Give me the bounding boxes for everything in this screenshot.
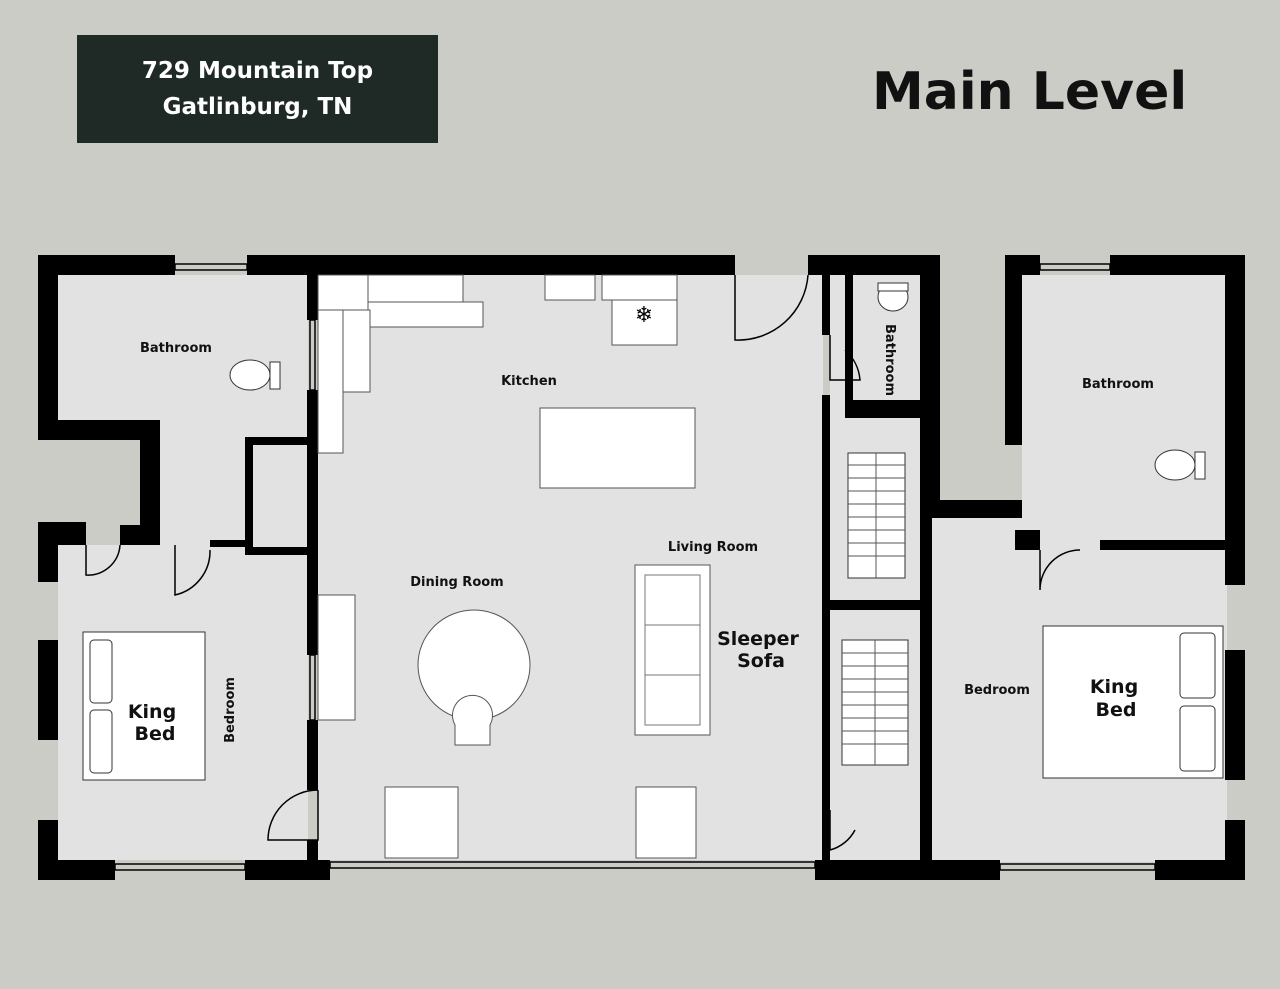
room-label-living-room: Living Room xyxy=(668,540,758,555)
room-label-bathroom-left: Bathroom xyxy=(140,341,212,356)
king-bed-right-line1: King xyxy=(1090,676,1138,698)
doors xyxy=(85,274,1081,851)
bed-right xyxy=(1042,625,1224,779)
king-bed-left-line1: King xyxy=(128,701,176,723)
toilet-icon xyxy=(229,282,1206,481)
cabinet xyxy=(384,786,459,859)
sofa xyxy=(634,564,711,736)
kitchen-island xyxy=(539,407,696,489)
room-label-bathroom-small: Bathroom xyxy=(882,324,897,396)
room-label-bathroom-right: Bathroom xyxy=(1082,377,1154,392)
desk xyxy=(317,594,356,721)
room-label-dining-room: Dining Room xyxy=(410,575,503,590)
room-label-bedroom-right: Bedroom xyxy=(964,683,1030,698)
chair xyxy=(452,694,493,746)
room-label-bedroom-left: Bedroom xyxy=(223,677,238,743)
windows xyxy=(114,263,1156,871)
bed-left xyxy=(82,631,206,781)
king-bed-left-line2: Bed xyxy=(135,723,176,745)
walls xyxy=(38,255,1245,880)
snowflake-icon: ❄ xyxy=(635,303,653,328)
kitchen-counters xyxy=(317,274,678,454)
cabinet xyxy=(635,786,697,859)
level-title: Main Level xyxy=(872,62,1188,122)
sleeper-sofa-line2: Sofa xyxy=(737,650,785,672)
address-line-2: Gatlinburg, TN xyxy=(162,94,353,120)
room-label-kitchen: Kitchen xyxy=(501,374,557,389)
address-line-1: 729 Mountain Top xyxy=(141,58,374,84)
floors xyxy=(58,275,1227,862)
sleeper-sofa-line1: Sleeper xyxy=(717,628,799,650)
address-box: 729 Mountain Top Gatlinburg, TN xyxy=(77,35,438,143)
king-bed-right-line2: Bed xyxy=(1096,699,1137,721)
